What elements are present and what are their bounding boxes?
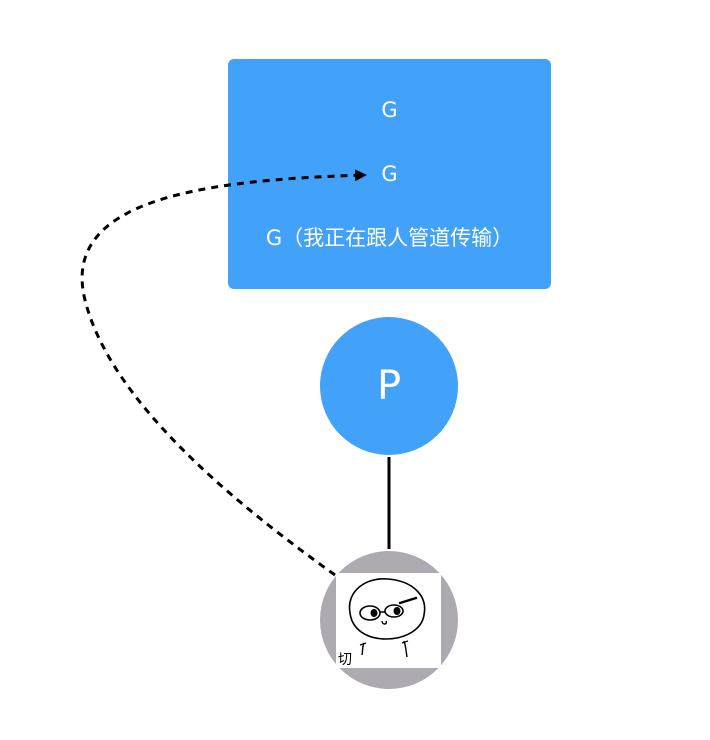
processor-node: P	[320, 317, 458, 455]
avatar-face-icon: 切	[338, 578, 426, 668]
goroutine-item-1: G	[381, 98, 398, 122]
handoff-arrow	[80, 169, 367, 577]
avatar: 切	[336, 573, 441, 668]
goroutine-item-3: G（我正在跟人管道传输）	[265, 226, 514, 250]
goroutine-queue: G G G（我正在跟人管道传输）	[228, 59, 551, 289]
processor-label: P	[376, 363, 402, 409]
goroutine-item-2: G	[381, 162, 398, 186]
avatar-caption: 切	[338, 652, 352, 668]
machine-node: 切	[320, 551, 458, 689]
